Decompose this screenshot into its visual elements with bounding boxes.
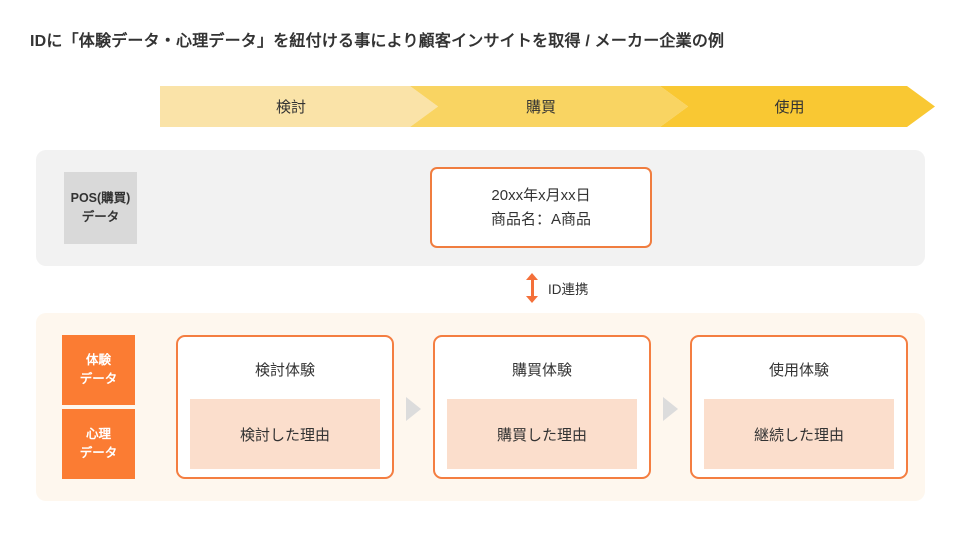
page-title: IDに「体験データ・心理データ」を紐付ける事により顧客インサイトを取得 / メー… — [30, 33, 725, 50]
triangle-right-icon — [406, 397, 421, 421]
arrow-shaft — [530, 279, 534, 297]
psychological-data-tag: 心理 データ — [62, 409, 135, 479]
journey-card-usage: 使用体験 継続した理由 — [690, 335, 908, 479]
arrow-head-up — [526, 273, 538, 280]
psychological-data-tag-line2: データ — [79, 446, 118, 460]
experience-data-tag-line1: 体験 — [85, 353, 111, 368]
stage-chevron-usage: 使用 — [660, 86, 935, 127]
stage-bar: 検討 購買 使用 — [160, 86, 935, 127]
experience-data-tag: 体験 データ — [62, 335, 135, 405]
pos-data-tag-line1: POS(購買) — [70, 191, 131, 206]
journey-card-reason: 検討した理由 — [190, 399, 380, 469]
stage-label-usage: 使用 — [774, 99, 805, 116]
stage-label-purchase: 購買 — [525, 99, 556, 116]
journey-card-reason: 継続した理由 — [704, 399, 894, 469]
journey-card-title: 購買体験 — [511, 362, 572, 379]
journey-card-consideration: 検討体験 検討した理由 — [176, 335, 394, 479]
pos-data-tag-line2: データ — [81, 210, 120, 224]
journey-card-title: 検討体験 — [254, 362, 315, 379]
journey-card-purchase: 購買体験 購買した理由 — [433, 335, 651, 479]
id-link-label: ID連携 — [548, 282, 589, 297]
pos-data-tag: POS(購買) データ — [64, 172, 137, 244]
stage-label-consideration: 検討 — [275, 99, 306, 116]
pos-record-date: 20xx年x月xx日 — [491, 187, 591, 205]
stage-chevron-consideration: 検討 — [160, 86, 438, 127]
psychological-data-tag-line1: 心理 — [85, 427, 111, 442]
pos-record-card: 20xx年x月xx日 商品名：A商品 — [430, 167, 652, 248]
pos-data-panel: POS(購買) データ 20xx年x月xx日 商品名：A商品 — [36, 150, 925, 266]
journey-card-title: 使用体験 — [768, 362, 829, 379]
pos-record-product: 商品名：A商品 — [490, 210, 591, 228]
arrow-head-down — [526, 296, 538, 303]
double-arrow-vertical-icon — [525, 273, 539, 303]
experience-data-tag-line2: データ — [79, 372, 118, 386]
journey-card-reason: 購買した理由 — [447, 399, 637, 469]
stage-chevron-purchase: 購買 — [410, 86, 688, 127]
experience-data-panel: 体験 データ 心理 データ 検討体験 検討した理由 購買体験 購買した理由 使用… — [36, 313, 925, 501]
id-link-connector: ID連携 — [525, 272, 645, 304]
triangle-right-icon — [663, 397, 678, 421]
